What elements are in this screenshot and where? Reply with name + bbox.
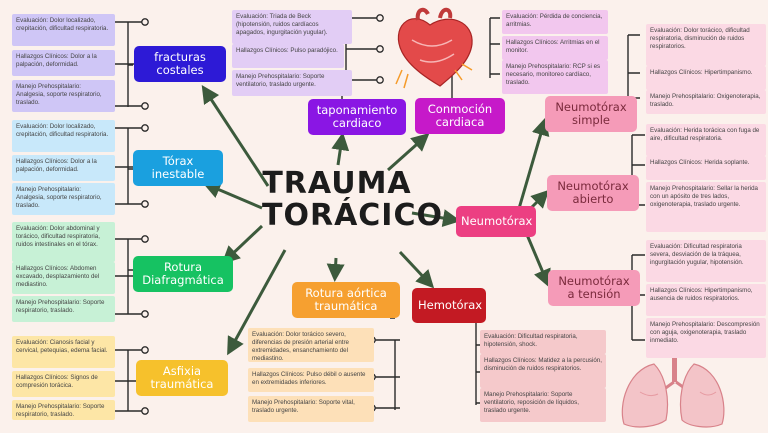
- hub-neumotorax-tension[interactable]: Neumotórax a tensión: [548, 270, 640, 307]
- main-title: TRAUMA TORÁCICO: [262, 166, 443, 233]
- hub-label: Rotura Diafragmática: [142, 260, 224, 288]
- note-rotura-manejo: Manejo Prehospitalario: Soporte respirat…: [12, 296, 115, 322]
- hub-fracturas-costales[interactable]: fracturas costales: [134, 46, 226, 83]
- note-taponamiento-manejo: Manejo Prehospitalario: Soporte ventilat…: [232, 70, 352, 96]
- note-asfixia-manejo: Manejo Prehospitalario: Soporte respirat…: [12, 400, 115, 420]
- note-asfixia-evaluacion: Evaluación: Cianosis facial y cervical, …: [12, 336, 115, 368]
- note-torax-evaluacion: Evaluación: Dolor localizado, crepitació…: [12, 120, 115, 152]
- note-conmocion-hallazgos: Hallazgos Clínicos: Arritmias en el moni…: [502, 36, 608, 60]
- note-rotura-evaluacion: Evaluación: Dolor abdominal y torácico, …: [12, 222, 115, 262]
- hub-rotura-aortica[interactable]: Rotura aórtica traumática: [292, 282, 400, 319]
- note-rotura-hallazgos: Hallazgos Clínicos: Abdomen excavado, de…: [12, 262, 115, 294]
- hub-label: Neumotórax: [461, 214, 533, 228]
- note-tension-manejo: Manejo Prehospitalario: Descompresión co…: [646, 318, 766, 358]
- note-fracturas-evaluacion: Evaluación: Dolor localizado, crepitació…: [12, 14, 115, 46]
- note-fracturas-hallazgos: Hallazgos Clínicos: Dolor a la palpación…: [12, 50, 115, 76]
- note-hemotorax-hallazgos: Hallazgos Clínicos: Matidez a la percusi…: [480, 354, 606, 388]
- note-torax-manejo: Manejo Prehospitalario: Analgesia, sopor…: [12, 183, 115, 215]
- hub-label: fracturas costales: [154, 50, 206, 78]
- note-taponamiento-evaluacion: Evaluación: Triada de Beck (hipotensión,…: [232, 10, 352, 44]
- note-torax-hallazgos: Hallazgos Clínicos: Dolor a la palpación…: [12, 155, 115, 181]
- note-asfixia-hallazgos: Hallazgos Clínicos: Signos de compresión…: [12, 371, 115, 397]
- note-aortica-manejo: Manejo Prehospitalario: Soporte vital, t…: [248, 396, 374, 422]
- note-conmocion-evaluacion: Evaluación: Pérdida de conciencia, arrit…: [502, 10, 608, 34]
- hub-label: Neumotórax abierto: [557, 179, 629, 207]
- heart-illustration: [395, 7, 473, 89]
- bracket-connectors: [112, 17, 645, 412]
- note-conmocion-manejo: Manejo Prehospitalario: RCP si es necesa…: [502, 60, 608, 94]
- hub-label: Asfixia traumática: [150, 364, 214, 392]
- hub-label: Rotura aórtica traumática: [305, 286, 387, 314]
- note-abierto-hallazgos: Hallazgos Clínicos: Herida soplante.: [646, 156, 766, 180]
- title-line-1: TRAUMA: [262, 166, 412, 201]
- hub-conmocion-cardiaca[interactable]: Conmoción cardiaca: [415, 98, 505, 135]
- hub-taponamiento-cardiaco[interactable]: taponamiento cardiaco: [308, 99, 406, 136]
- note-simple-manejo: Manejo Prehospitalario: Oxigenoterapia, …: [646, 90, 766, 114]
- note-hemotorax-manejo: Manejo Prehospitalario: Soporte ventilat…: [480, 388, 606, 422]
- note-simple-hallazgos: Hallazgos Clínicos: Hipertimpanismo.: [646, 66, 766, 90]
- note-abierto-manejo: Manejo Prehospitalario: Sellar la herida…: [646, 182, 766, 232]
- hub-torax-inestable[interactable]: Tórax inestable: [133, 150, 223, 187]
- hub-hemotorax[interactable]: Hemotórax: [412, 288, 486, 324]
- hub-label: Neumotórax a tensión: [558, 274, 630, 302]
- hub-label: Hemotórax: [418, 298, 483, 312]
- note-tension-hallazgos: Hallazgos Clínicos: Hipertimpanismo, aus…: [646, 284, 766, 316]
- title-line-2: TORÁCICO: [262, 197, 443, 233]
- lungs-illustration: [621, 352, 725, 428]
- note-hemotorax-evaluacion: Evaluación: Dificultad respiratoria, hip…: [480, 330, 606, 354]
- hub-label: taponamiento cardiaco: [316, 103, 398, 131]
- note-abierto-evaluacion: Evaluación: Herida torácica con fuga de …: [646, 124, 766, 156]
- note-fracturas-manejo: Manejo Prehospitalario: Analgesia, sopor…: [12, 80, 115, 112]
- note-simple-evaluacion: Evaluación: Dolor torácico, dificultad r…: [646, 24, 766, 66]
- hub-label: Neumotórax simple: [555, 100, 627, 128]
- note-taponamiento-hallazgos: Hallazgos Clínicos: Pulso paradójico.: [232, 44, 344, 68]
- note-aortica-evaluacion: Evaluación: Dolor torácico severo, difer…: [248, 328, 374, 362]
- hub-rotura-diafragmatica[interactable]: Rotura Diafragmática: [133, 256, 233, 293]
- hub-asfixia-traumatica[interactable]: Asfixia traumática: [136, 360, 228, 397]
- hub-label: Tórax inestable: [151, 154, 205, 182]
- hub-neumotorax-simple[interactable]: Neumotórax simple: [545, 96, 637, 133]
- hub-label: Conmoción cardiaca: [427, 102, 493, 130]
- note-tension-evaluacion: Evaluación: Dificultad respiratoria seve…: [646, 240, 766, 282]
- hub-neumotorax-abierto[interactable]: Neumotórax abierto: [547, 175, 639, 212]
- hub-neumotorax[interactable]: Neumotórax: [456, 206, 536, 238]
- note-aortica-hallazgos: Hallazgos Clínicos: Pulso débil o ausent…: [248, 368, 374, 392]
